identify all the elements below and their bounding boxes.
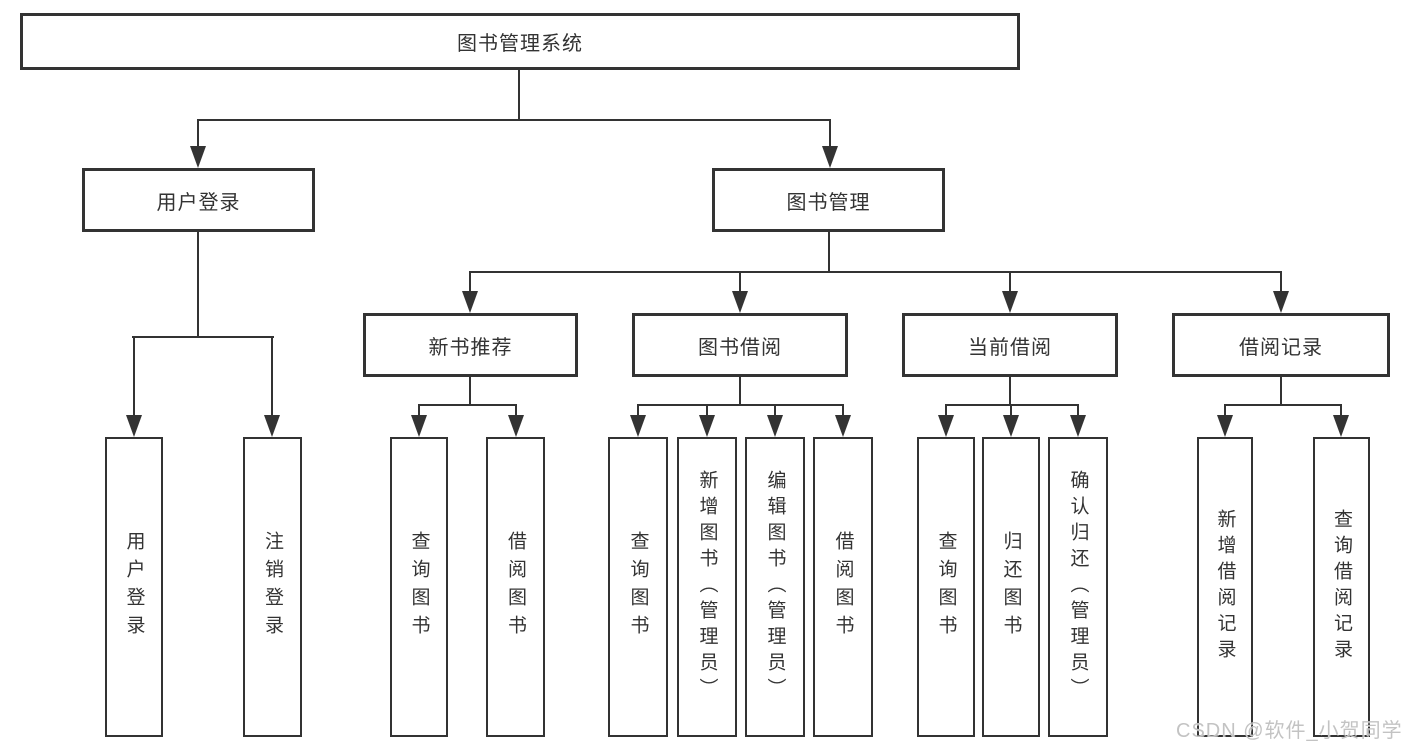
node-root-label: 图书管理系统 [457,33,583,55]
leaf-query-borrow-record: 查询借阅记录 [1313,437,1370,737]
leaf-label: 借阅图书 [832,531,854,643]
connector-line [469,377,471,406]
leaf-confirm-return-admin: 确认归还（管理员） [1048,437,1108,737]
leaf-return-books: 归还图书 [982,437,1040,737]
leaf-label: 归还图书 [1000,531,1022,643]
node-book-management: 图书管理 [712,168,945,232]
connector-line [515,404,517,421]
arrow-down-icon [938,415,954,437]
connector-line [774,404,776,421]
connector-line [1280,271,1282,299]
node-borrow-records-label: 借阅记录 [1239,336,1323,359]
connector-line [197,119,831,121]
node-new-book-recommend: 新书推荐 [363,313,578,377]
connector-line [739,377,741,406]
arrow-down-icon [822,146,838,168]
leaf-label: 查询图书 [935,531,957,643]
connector-line [132,336,274,338]
connector-line [197,232,199,338]
connector-line [1009,271,1011,299]
connector-line [637,404,639,421]
connector-line [637,404,843,406]
connector-line [706,404,708,421]
connector-line [1077,404,1079,421]
connector-line [1009,377,1011,406]
arrow-down-icon [767,415,783,437]
leaf-label: 新增借阅记录 [1214,509,1236,665]
node-book-borrow: 图书借阅 [632,313,848,377]
connector-line [945,404,947,421]
leaf-label: 查询图书 [408,531,430,643]
watermark: CSDN @软件_小贺同学 [1176,720,1403,742]
leaf-label: 新增图书（管理员） [696,470,718,704]
connector-line [271,336,273,421]
arrow-down-icon [1002,291,1018,313]
leaf-borrow-books: 借阅图书 [813,437,873,737]
leaf-edit-book-admin: 编辑图书（管理员） [745,437,805,737]
leaf-query-books-current: 查询图书 [917,437,975,737]
leaf-borrow-books-recommend: 借阅图书 [486,437,545,737]
leaf-label: 借阅图书 [505,531,526,643]
arrow-down-icon [126,415,142,437]
arrow-down-icon [1273,291,1289,313]
arrow-down-icon [462,291,478,313]
arrow-down-icon [1070,415,1086,437]
arrow-down-icon [1217,415,1233,437]
leaf-add-borrow-record: 新增借阅记录 [1197,437,1253,737]
connector-line [469,271,1282,273]
arrow-down-icon [411,415,427,437]
arrow-down-icon [190,146,206,168]
connector-line [1280,377,1282,406]
connector-line [133,336,135,421]
connector-line [829,119,831,154]
node-user-login: 用户登录 [82,168,315,232]
node-current-borrow-label: 当前借阅 [968,336,1052,359]
leaf-logout-label: 注销登录 [262,531,283,643]
connector-line [418,404,420,421]
node-user-login-label: 用户登录 [156,191,241,214]
connector-line [739,271,741,299]
node-new-book-recommend-label: 新书推荐 [428,336,513,359]
connector-line [842,404,844,421]
arrow-down-icon [699,415,715,437]
arrow-down-icon [1333,415,1349,437]
leaf-logout: 注销登录 [243,437,302,737]
node-current-borrow: 当前借阅 [902,313,1118,377]
connector-line [418,404,517,406]
node-borrow-records: 借阅记录 [1172,313,1390,377]
leaf-query-books-recommend: 查询图书 [390,437,448,737]
connector-line [518,70,520,121]
arrow-down-icon [732,291,748,313]
arrow-down-icon [264,415,280,437]
leaf-label: 查询图书 [627,531,649,643]
arrow-down-icon [1003,415,1019,437]
leaf-user-login: 用户登录 [105,437,163,737]
connector-line [945,404,1079,406]
arrow-down-icon [835,415,851,437]
leaf-label: 编辑图书（管理员） [764,470,786,704]
connector-line [828,232,830,273]
leaf-add-book-admin: 新增图书（管理员） [677,437,737,737]
connector-line [197,119,199,154]
connector-line [1224,404,1226,421]
connector-line [1224,404,1342,406]
node-book-borrow-label: 图书借阅 [698,336,782,359]
leaf-label: 确认归还（管理员） [1067,470,1089,704]
connector-line [469,271,471,299]
node-book-management-label: 图书管理 [786,191,871,214]
arrow-down-icon [508,415,524,437]
arrow-down-icon [630,415,646,437]
leaf-query-books-borrow: 查询图书 [608,437,668,737]
leaf-user-login-label: 用户登录 [123,531,145,643]
connector-line [1340,404,1342,421]
connector-line [1010,404,1012,421]
leaf-label: 查询借阅记录 [1331,509,1352,665]
node-root: 图书管理系统 [20,13,1020,70]
